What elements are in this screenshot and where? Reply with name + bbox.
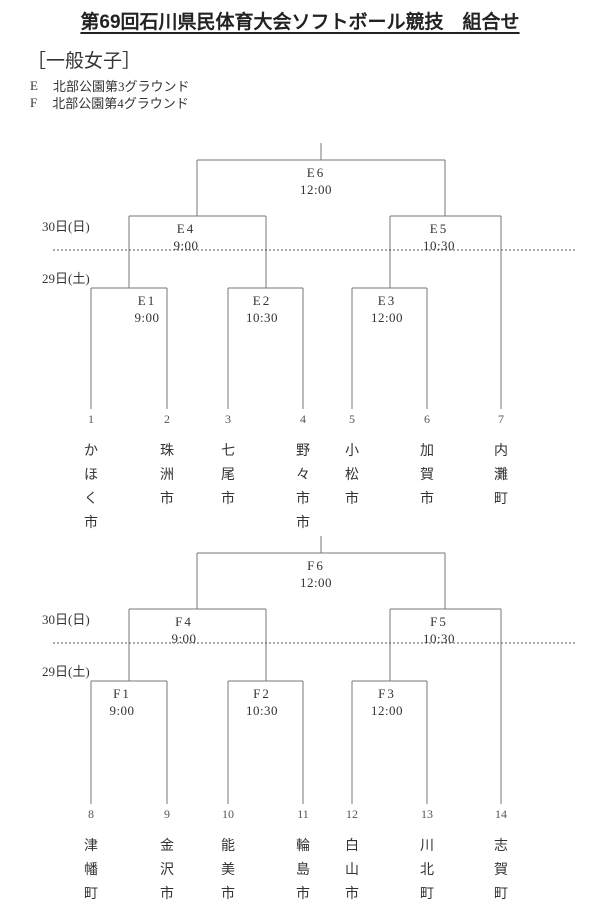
match-label: E6 xyxy=(306,165,326,180)
team-name: 小松市 xyxy=(345,444,359,507)
team-name: 野々市市 xyxy=(296,444,310,531)
team-seed: 5 xyxy=(349,412,355,426)
team-seed: 11 xyxy=(297,807,309,821)
team-2: 2 珠洲市 xyxy=(160,412,174,514)
date-label-saturday: 29日(土) xyxy=(42,664,90,679)
match-time: 10:30 xyxy=(245,310,279,325)
team-seed: 10 xyxy=(222,807,234,821)
team-7: 7 内灘町 xyxy=(494,412,508,514)
match-f4: F4 9:00 xyxy=(171,613,196,647)
team-seed: 12 xyxy=(346,807,358,821)
match-label: F2 xyxy=(253,686,271,701)
ground-item: F 北部公園第4グラウンド xyxy=(30,94,189,112)
match-time: 12:00 xyxy=(370,310,404,325)
team-3: 3 七尾市 xyxy=(221,412,235,514)
ground-letter: F xyxy=(30,94,38,110)
match-f5: F5 10:30 xyxy=(423,613,455,647)
team-5: 5 小松市 xyxy=(345,412,359,514)
team-4: 4 野々市市 xyxy=(296,412,310,538)
date-label-sunday: 30日(日) xyxy=(42,612,90,627)
match-time: 12:00 xyxy=(370,703,404,718)
team-12: 12 白山市 xyxy=(345,807,359,909)
team-name: 七尾市 xyxy=(221,444,235,507)
match-f1: F1 9:00 xyxy=(109,685,134,719)
team-name: 加賀市 xyxy=(420,444,434,507)
ground-list: E 北部公園第3グラウンド F 北部公園第4グラウンド xyxy=(30,77,190,112)
team-14: 14 志賀町 xyxy=(494,807,508,909)
page-title: 第69回石川県民体育大会ソフトボール競技 組合せ xyxy=(80,12,520,33)
match-e2: E2 10:30 xyxy=(246,292,278,326)
match-f2: F2 10:30 xyxy=(246,685,278,719)
team-name: 能美市 xyxy=(221,839,235,902)
ground-letter: E xyxy=(30,77,38,93)
date-label-saturday: 29日(土) xyxy=(42,271,90,286)
team-seed: 4 xyxy=(300,412,306,426)
date-label-sunday: 30日(日) xyxy=(42,219,90,234)
match-time: 9:00 xyxy=(171,631,197,646)
match-f6: F6 12:00 xyxy=(300,557,332,591)
division-heading: ［一般女子］ xyxy=(27,51,142,72)
match-e6: E6 12:00 xyxy=(300,164,332,198)
match-label: F5 xyxy=(430,614,448,629)
match-label: E5 xyxy=(429,221,449,236)
team-seed: 7 xyxy=(498,412,504,426)
team-seed: 8 xyxy=(88,807,94,821)
match-time: 10:30 xyxy=(422,238,456,253)
team-seed: 13 xyxy=(421,807,433,821)
match-label: F1 xyxy=(113,686,131,701)
team-9: 9 金沢市 xyxy=(160,807,174,909)
match-e5: E5 10:30 xyxy=(423,220,455,254)
team-name: 輪島市 xyxy=(296,839,310,902)
page-title-row: 第69回石川県民体育大会ソフトボール競技 組合せ xyxy=(0,7,600,34)
team-name: 津幡町 xyxy=(84,839,98,902)
match-time: 12:00 xyxy=(299,182,333,197)
ground-item: E 北部公園第3グラウンド xyxy=(30,77,190,95)
team-seed: 2 xyxy=(164,412,170,426)
team-name: 珠洲市 xyxy=(160,444,174,507)
match-label: E1 xyxy=(137,293,157,308)
team-10: 10 能美市 xyxy=(221,807,235,909)
match-e3: E3 12:00 xyxy=(371,292,403,326)
team-name: 白山市 xyxy=(345,839,359,902)
match-time: 10:30 xyxy=(422,631,456,646)
team-name: 志賀町 xyxy=(494,839,508,902)
match-label: E4 xyxy=(176,221,196,236)
team-name: 内灘町 xyxy=(494,444,508,507)
team-seed: 3 xyxy=(225,412,231,426)
match-e4: E4 9:00 xyxy=(173,220,198,254)
match-e1: E1 9:00 xyxy=(134,292,159,326)
match-label: F4 xyxy=(175,614,193,629)
team-seed: 14 xyxy=(495,807,507,821)
team-8: 8 津幡町 xyxy=(84,807,98,909)
team-name: 金沢市 xyxy=(160,839,174,902)
team-seed: 6 xyxy=(424,412,430,426)
team-1: 1 かほく市 xyxy=(84,412,98,538)
match-label: F6 xyxy=(307,558,325,573)
match-label: E2 xyxy=(252,293,272,308)
ground-venue: 北部公園第3グラウンド xyxy=(52,79,190,94)
team-6: 6 加賀市 xyxy=(420,412,434,514)
match-time: 9:00 xyxy=(173,238,199,253)
match-time: 9:00 xyxy=(134,310,160,325)
team-11: 11 輪島市 xyxy=(296,807,310,909)
match-label: E3 xyxy=(377,293,397,308)
ground-venue: 北部公園第4グラウンド xyxy=(52,96,189,111)
match-time: 10:30 xyxy=(245,703,279,718)
team-name: かほく市 xyxy=(84,444,98,531)
match-f3: F3 12:00 xyxy=(371,685,403,719)
team-13: 13 川北町 xyxy=(420,807,434,909)
match-time: 9:00 xyxy=(109,703,135,718)
team-name: 川北町 xyxy=(420,839,434,902)
match-label: F3 xyxy=(378,686,396,701)
match-time: 12:00 xyxy=(299,575,333,590)
team-seed: 9 xyxy=(164,807,170,821)
team-seed: 1 xyxy=(88,412,94,426)
